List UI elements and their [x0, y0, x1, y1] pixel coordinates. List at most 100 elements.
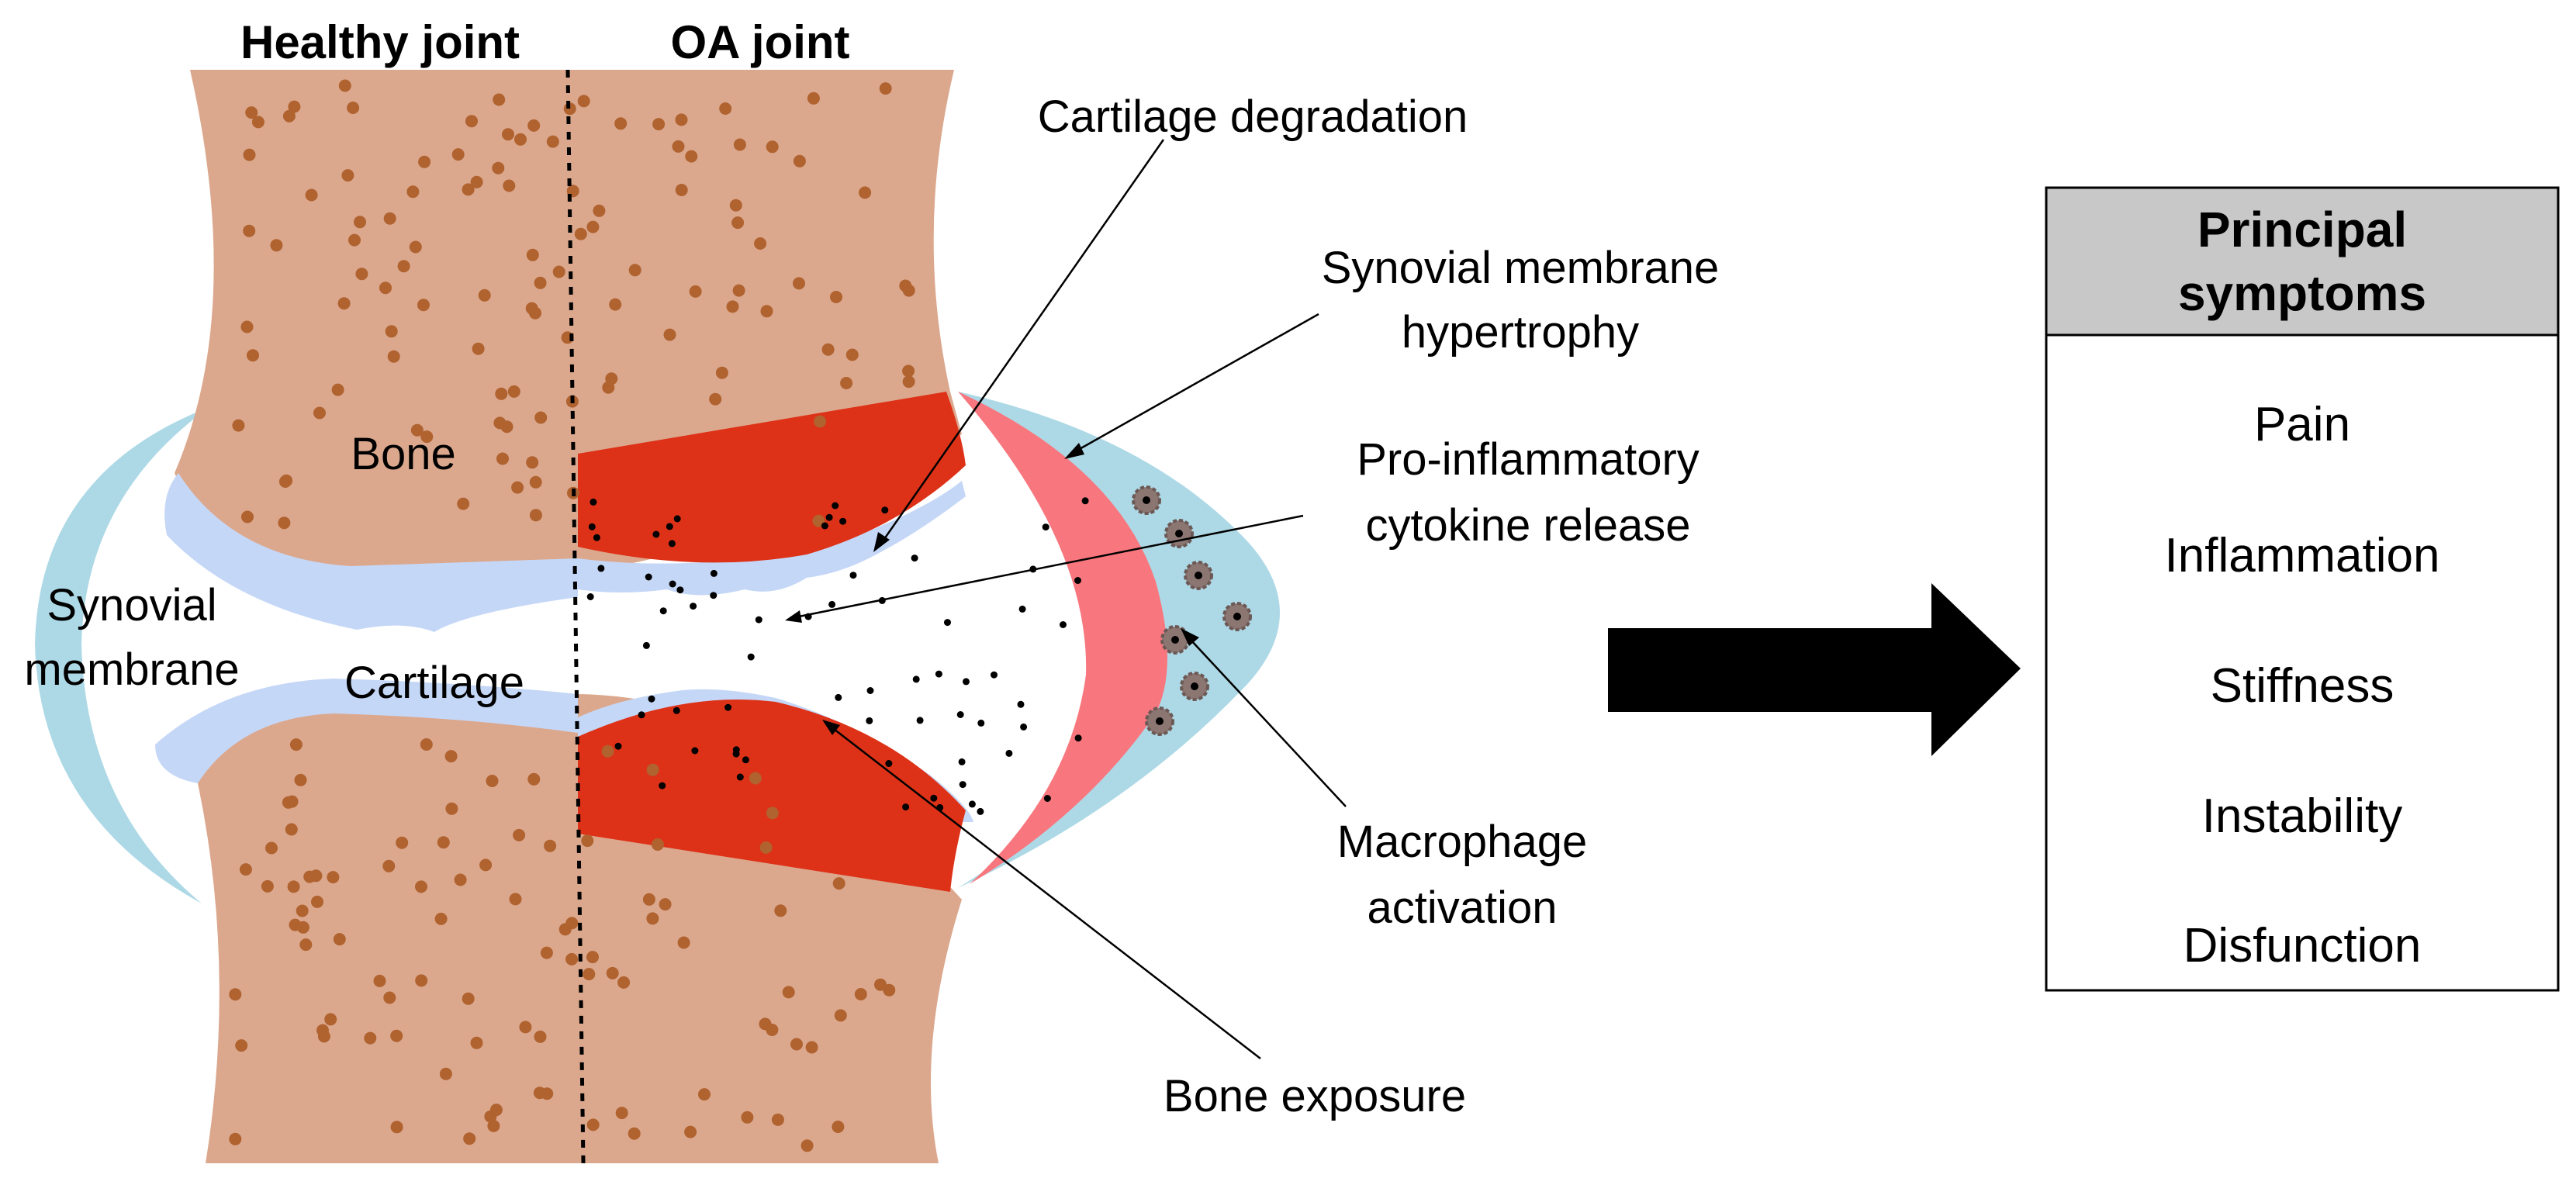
bone-pore	[241, 510, 254, 523]
arrowhead-bone-exposure	[822, 720, 840, 735]
bone-pore	[382, 859, 396, 872]
bone-pore	[715, 366, 728, 379]
bone-pore	[493, 93, 506, 106]
bone-pore	[719, 102, 732, 115]
bone-pore	[479, 858, 493, 872]
bone-pore	[232, 419, 245, 432]
symptoms-box-body	[2045, 333, 2560, 992]
bone-pore	[541, 1087, 554, 1100]
macrophage-activation-label-line1: Macrophage	[1337, 817, 1587, 867]
cytokine-dot	[645, 573, 652, 581]
inflamed-synovium	[958, 392, 1167, 884]
arrow-macrophage-activation	[1190, 639, 1347, 807]
bone-pore	[354, 216, 366, 229]
bone-pore	[519, 1021, 532, 1034]
cytokine-dot	[597, 565, 605, 572]
symptom-item: Instability	[2202, 789, 2402, 843]
bone-pore	[732, 284, 745, 297]
bone-pore	[552, 265, 565, 278]
synovial-hypertrophy-label-line2: hypertrophy	[1402, 307, 1639, 358]
bone-pore	[546, 135, 559, 148]
bone-pore	[534, 1030, 547, 1043]
cytokine-release-label-line2: cytokine release	[1365, 500, 1690, 551]
oa-joint-header: OA joint	[670, 16, 849, 68]
bone-pore	[782, 986, 795, 999]
bone-pore	[503, 179, 516, 192]
bone-pore	[396, 836, 409, 849]
bone-pore	[513, 828, 526, 841]
symptom-item: Disfunction	[2184, 919, 2422, 972]
bone-pore	[373, 974, 386, 987]
bone-pore	[832, 877, 845, 890]
bone-pore	[487, 1119, 500, 1132]
bone-pore	[243, 148, 256, 161]
bone-pore	[601, 744, 614, 758]
bone-pore	[338, 79, 351, 92]
bone-pore	[383, 212, 396, 225]
bone-pore	[902, 375, 915, 389]
bone-pore	[454, 873, 467, 886]
bone-pore	[793, 277, 805, 290]
cartilage-label: Cartilage	[344, 658, 524, 708]
bone-pore	[287, 880, 300, 893]
bone-pore	[609, 298, 622, 311]
bone-pore	[729, 199, 742, 212]
bone-pore	[495, 387, 508, 400]
bone-pore	[243, 224, 256, 237]
bone-pore	[628, 1127, 641, 1140]
bone-pore	[651, 838, 664, 851]
bone-pore	[239, 863, 252, 876]
bone-label: Bone	[351, 429, 455, 479]
bone-pore	[324, 1013, 337, 1026]
bone-pore	[646, 912, 659, 925]
bone-pore	[418, 155, 431, 168]
healthy-joint-header: Healthy joint	[240, 16, 520, 68]
arrowhead-cartilage	[873, 532, 890, 552]
bone-pore	[465, 115, 478, 128]
cytokine-dot	[742, 756, 749, 764]
bone-pore	[470, 175, 483, 188]
bone-pore	[285, 823, 298, 836]
cytokine-dot	[835, 693, 842, 701]
bone-pore	[397, 260, 410, 273]
cytokine-dot	[902, 803, 910, 811]
bone-pore	[726, 300, 739, 313]
bone-pore	[581, 834, 594, 848]
cytokine-dot	[885, 760, 893, 767]
cytokine-release-label-line1: Pro-inflammatory	[1357, 434, 1699, 485]
bone-pore	[415, 974, 428, 987]
bone-pore	[749, 772, 762, 785]
bone-pore	[379, 282, 392, 295]
cytokine-dot	[673, 515, 681, 523]
bone-pore	[614, 117, 628, 130]
cytokine-dot	[588, 523, 596, 530]
bone-pore	[685, 150, 698, 163]
cytokine-dot	[590, 498, 597, 506]
bone-pore	[565, 952, 579, 966]
bone-pore	[294, 773, 307, 786]
bone-pore	[507, 385, 520, 398]
macrophage-cell	[1132, 485, 1161, 515]
bone-pore	[807, 92, 820, 105]
arrow-cytokine-release	[798, 514, 1304, 618]
bone-pore	[417, 299, 430, 312]
cytokine-dot	[676, 586, 684, 594]
cytokine-dot	[1074, 577, 1081, 584]
cytokine-dot	[669, 580, 676, 588]
cytokine-dot	[614, 742, 622, 750]
cytokine-dot	[832, 502, 839, 510]
macrophage-cell	[1145, 706, 1174, 736]
bone-pore	[754, 237, 767, 250]
bone-pore	[247, 349, 259, 362]
cytokine-dot	[666, 523, 673, 530]
bone-pore	[303, 870, 316, 883]
bone-pore	[327, 871, 340, 884]
bone-pore	[383, 991, 396, 1004]
bone-pore	[583, 968, 596, 981]
cytokine-dot	[1081, 497, 1089, 505]
bone-pore	[289, 738, 303, 751]
bone-pore	[492, 161, 505, 174]
bone-pore	[642, 893, 655, 906]
bone-pore	[593, 204, 606, 217]
bone-pore	[879, 82, 892, 95]
